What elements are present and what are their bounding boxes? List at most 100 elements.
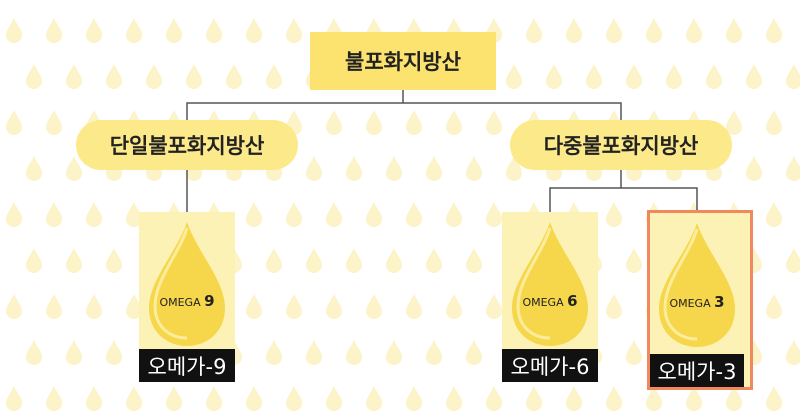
bg-droplet <box>206 386 222 411</box>
bg-droplet <box>246 386 262 411</box>
bg-droplet <box>786 340 800 365</box>
bg-droplet <box>466 340 482 365</box>
connector-root-to-branches <box>186 102 622 120</box>
bg-droplet <box>406 110 422 135</box>
bg-droplet <box>46 294 62 319</box>
bg-droplet <box>366 110 382 135</box>
bg-droplet <box>666 64 682 89</box>
bg-droplet <box>26 248 42 273</box>
bg-droplet <box>386 340 402 365</box>
bg-droplet <box>426 248 442 273</box>
card-caption: 오메가-9 <box>139 349 235 382</box>
bg-droplet <box>66 340 82 365</box>
bg-droplet <box>726 110 742 135</box>
bg-droplet <box>506 156 522 181</box>
svg-text:OMEGA 6: OMEGA 6 <box>522 292 577 310</box>
bg-droplet <box>286 18 302 43</box>
bg-droplet <box>326 386 342 411</box>
bg-droplet <box>786 156 800 181</box>
bg-droplet <box>426 156 442 181</box>
bg-droplet <box>146 64 162 89</box>
bg-droplet <box>106 248 122 273</box>
bg-droplet <box>246 294 262 319</box>
bg-droplet <box>206 18 222 43</box>
bg-droplet <box>486 202 502 227</box>
bg-droplet <box>326 110 342 135</box>
badge-number: 3 <box>714 293 724 311</box>
bg-droplet <box>366 202 382 227</box>
bg-droplet <box>6 18 22 43</box>
bg-droplet <box>626 340 642 365</box>
bg-droplet <box>606 386 622 411</box>
bg-droplet <box>366 386 382 411</box>
bg-droplet <box>6 294 22 319</box>
bg-droplet <box>566 18 582 43</box>
branch-node-label: 다중불포화지방산 <box>543 134 699 158</box>
bg-droplet <box>306 340 322 365</box>
bg-droplet <box>646 18 662 43</box>
root-node-unsaturated-fatty-acid: 불포화지방산 <box>310 32 496 90</box>
bg-droplet <box>546 64 562 89</box>
bg-droplet <box>726 18 742 43</box>
bg-droplet <box>446 202 462 227</box>
bg-droplet <box>246 202 262 227</box>
bg-droplet <box>66 248 82 273</box>
bg-droplet <box>26 156 42 181</box>
bg-droplet <box>306 156 322 181</box>
bg-droplet <box>766 386 782 411</box>
bg-droplet <box>406 202 422 227</box>
bg-droplet <box>286 294 302 319</box>
bg-droplet <box>406 386 422 411</box>
bg-droplet <box>86 294 102 319</box>
bg-droplet <box>306 248 322 273</box>
bg-droplet <box>226 64 242 89</box>
bg-droplet <box>466 248 482 273</box>
branch-node-polyunsaturated: 다중불포화지방산 <box>510 120 732 170</box>
bg-droplet <box>466 156 482 181</box>
bg-droplet <box>46 18 62 43</box>
bg-droplet <box>346 340 362 365</box>
badge-number: 9 <box>204 292 214 310</box>
bg-droplet <box>86 202 102 227</box>
bg-droplet <box>126 202 142 227</box>
bg-droplet <box>326 294 342 319</box>
bg-droplet <box>66 156 82 181</box>
bg-droplet <box>606 294 622 319</box>
bg-droplet <box>126 18 142 43</box>
bg-droplet <box>686 18 702 43</box>
bg-droplet <box>126 386 142 411</box>
bg-droplet <box>586 64 602 89</box>
card-caption: 오메가-3 <box>650 354 744 387</box>
omega-droplet-icon: OMEGA 6 <box>512 222 588 346</box>
bg-droplet <box>486 294 502 319</box>
bg-droplet <box>326 202 342 227</box>
bg-droplet <box>766 294 782 319</box>
bg-droplet <box>386 248 402 273</box>
bg-droplet <box>106 340 122 365</box>
bg-droplet <box>446 110 462 135</box>
bg-droplet <box>486 386 502 411</box>
bg-droplet <box>46 202 62 227</box>
bg-droplet <box>606 202 622 227</box>
bg-droplet <box>526 18 542 43</box>
bg-droplet <box>266 248 282 273</box>
card-caption: 오메가-6 <box>502 349 598 382</box>
bg-droplet <box>106 64 122 89</box>
bg-droplet <box>86 386 102 411</box>
bg-droplet <box>6 202 22 227</box>
bg-droplet <box>766 18 782 43</box>
bg-droplet <box>66 64 82 89</box>
bg-droplet <box>686 386 702 411</box>
bg-droplet <box>46 386 62 411</box>
badge-word: OMEGA <box>159 296 201 309</box>
bg-droplet <box>606 18 622 43</box>
bg-droplet <box>266 340 282 365</box>
bg-droplet <box>26 64 42 89</box>
svg-text:OMEGA 9: OMEGA 9 <box>159 292 214 310</box>
bg-droplet <box>406 294 422 319</box>
bg-droplet <box>726 386 742 411</box>
connector-poly-to-omega6-omega3 <box>549 187 698 212</box>
bg-droplet <box>506 64 522 89</box>
bg-droplet <box>566 386 582 411</box>
